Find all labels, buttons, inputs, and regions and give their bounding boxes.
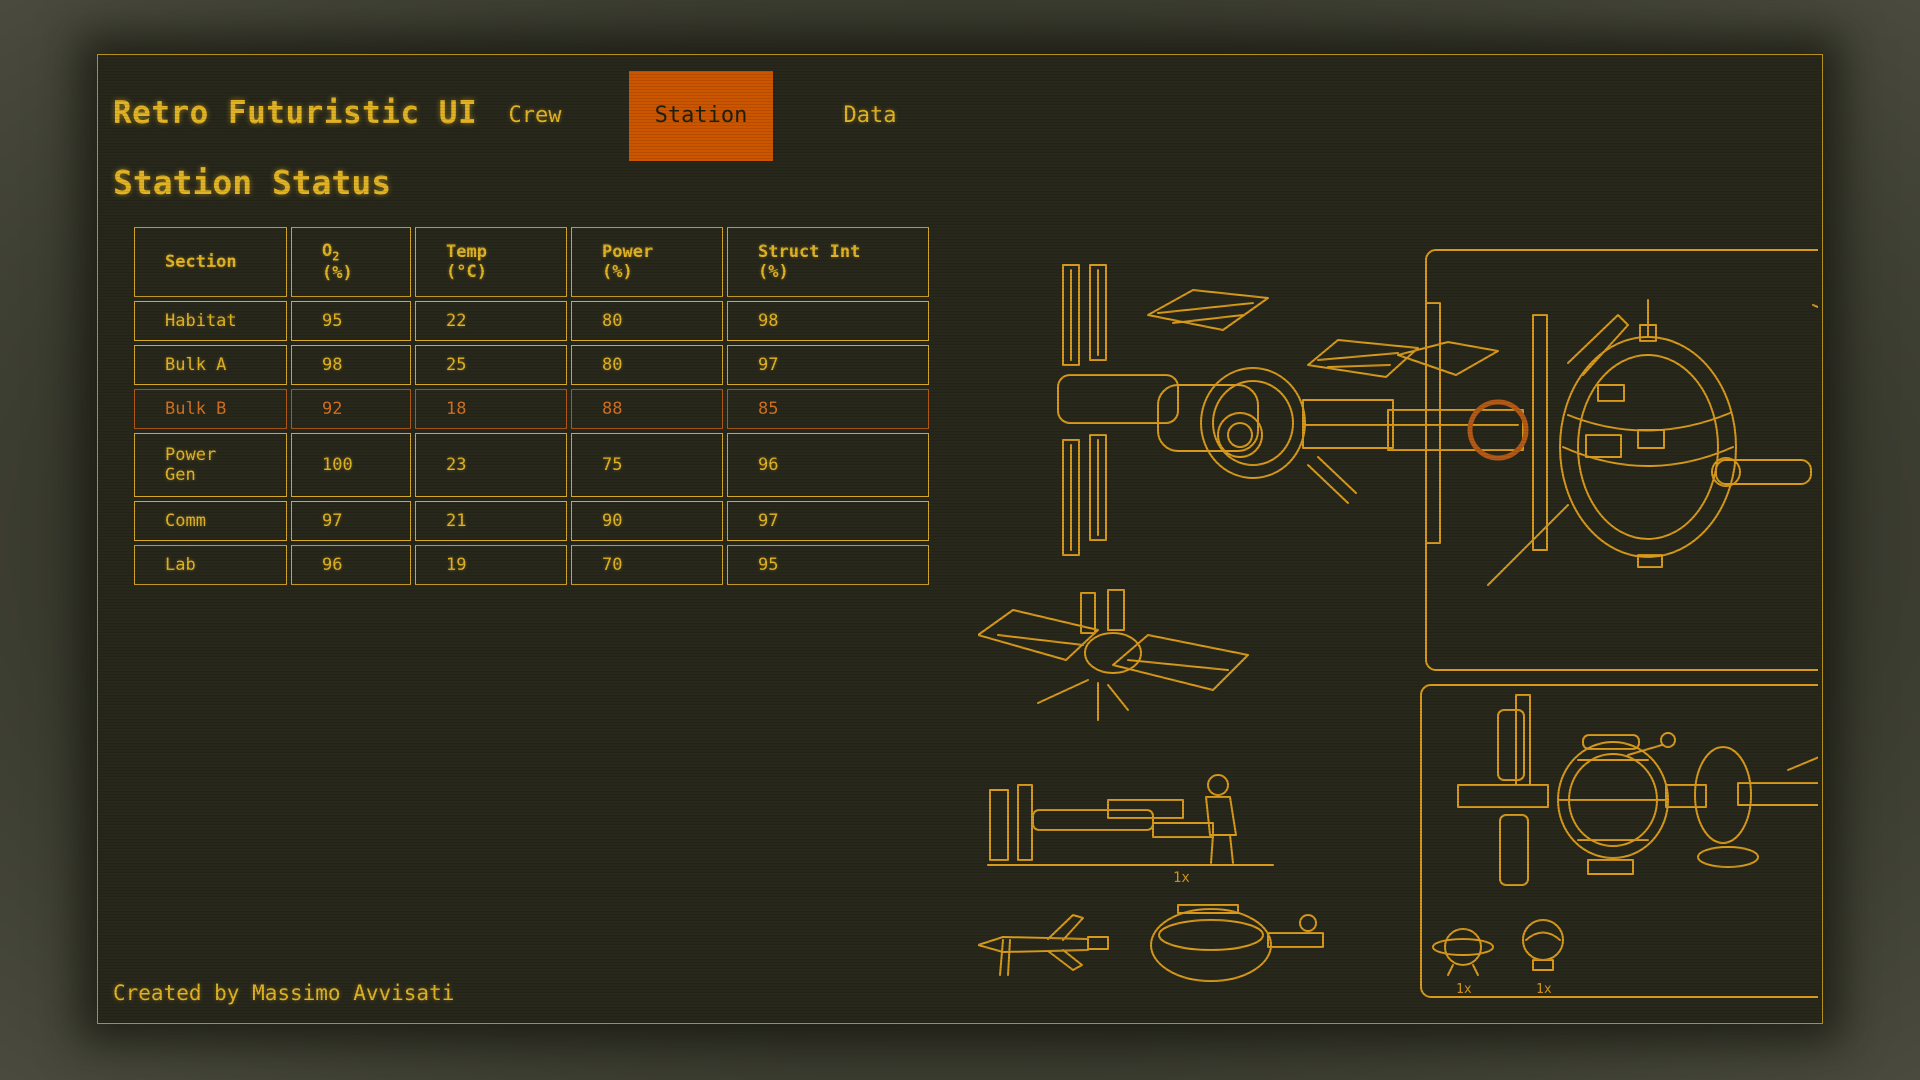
cell-o2: 95: [291, 301, 411, 341]
scale-label: 1x: [1456, 982, 1472, 997]
cell-temp: 21: [415, 501, 567, 541]
scale-label: 1x: [1173, 870, 1190, 886]
table-row: Lab 96 19 70 95: [134, 545, 929, 585]
cell-section: Bulk B: [134, 389, 287, 429]
cell-struct: 85: [727, 389, 929, 429]
space-station-illustration: 1x: [978, 249, 1818, 998]
table-row: Bulk A 98 25 80 97: [134, 345, 929, 385]
corner-mark-icon: [1812, 304, 1818, 309]
highlight-marker: [1467, 399, 1529, 461]
crt-screen: Retro Futuristic UI Crew Station Data St…: [97, 54, 1823, 1024]
app-title: Retro Futuristic UI: [113, 95, 478, 131]
station-status-table: Section O2(%) Temp(°C) Power(%) Struct I…: [130, 223, 933, 589]
cell-power: 90: [571, 501, 723, 541]
tab-data[interactable]: Data: [843, 103, 897, 128]
header-o2: O2(%): [291, 227, 411, 297]
header-power: Power(%): [571, 227, 723, 297]
modular-station-drawing: [1457, 694, 1818, 886]
cell-struct: 97: [727, 345, 929, 385]
header-temp: Temp(°C): [415, 227, 567, 297]
cell-section: Lab: [134, 545, 287, 585]
cell-temp: 22: [415, 301, 567, 341]
cell-o2: 96: [291, 545, 411, 585]
cell-power: 80: [571, 301, 723, 341]
cell-temp: 25: [415, 345, 567, 385]
cell-section: Comm: [134, 501, 287, 541]
table-row: Habitat 95 22 80 98: [134, 301, 929, 341]
table-row-alert: Bulk B 92 18 88 85: [134, 389, 929, 429]
cell-o2: 98: [291, 345, 411, 385]
rocket-drawing: [978, 914, 1109, 976]
header-struct-int: Struct Int(%): [727, 227, 929, 297]
page-title: Station Status: [113, 163, 392, 202]
cell-struct: 97: [727, 501, 929, 541]
cell-power: 70: [571, 545, 723, 585]
cell-struct: 95: [727, 545, 929, 585]
main-station-drawing: [1057, 264, 1812, 586]
footer-credit: Created by Massimo Avvisati: [113, 981, 455, 1005]
cell-power: 80: [571, 345, 723, 385]
cell-power: 88: [571, 389, 723, 429]
satellite-drawing: [978, 589, 1249, 721]
capsule-drawing: [1150, 904, 1324, 982]
cell-temp: 18: [415, 389, 567, 429]
scale-comparison-drawing: [987, 774, 1274, 866]
cell-struct: 96: [727, 433, 929, 497]
blueprint-frame-bottom: [1420, 684, 1818, 998]
cell-o2: 100: [291, 433, 411, 497]
cell-section: Habitat: [134, 301, 287, 341]
cell-power: 75: [571, 433, 723, 497]
header-section: Section: [134, 227, 287, 297]
cell-o2: 92: [291, 389, 411, 429]
tab-crew[interactable]: Crew: [508, 103, 562, 128]
table-header-row: Section O2(%) Temp(°C) Power(%) Struct I…: [134, 227, 929, 297]
cell-temp: 23: [415, 433, 567, 497]
cell-section: Bulk A: [134, 345, 287, 385]
table-row: Comm 97 21 90 97: [134, 501, 929, 541]
tab-station[interactable]: Station: [629, 71, 773, 161]
cell-temp: 19: [415, 545, 567, 585]
mini-satellite-drawing: [1432, 919, 1564, 976]
cell-o2: 97: [291, 501, 411, 541]
scale-label: 1x: [1536, 982, 1552, 997]
cell-struct: 98: [727, 301, 929, 341]
